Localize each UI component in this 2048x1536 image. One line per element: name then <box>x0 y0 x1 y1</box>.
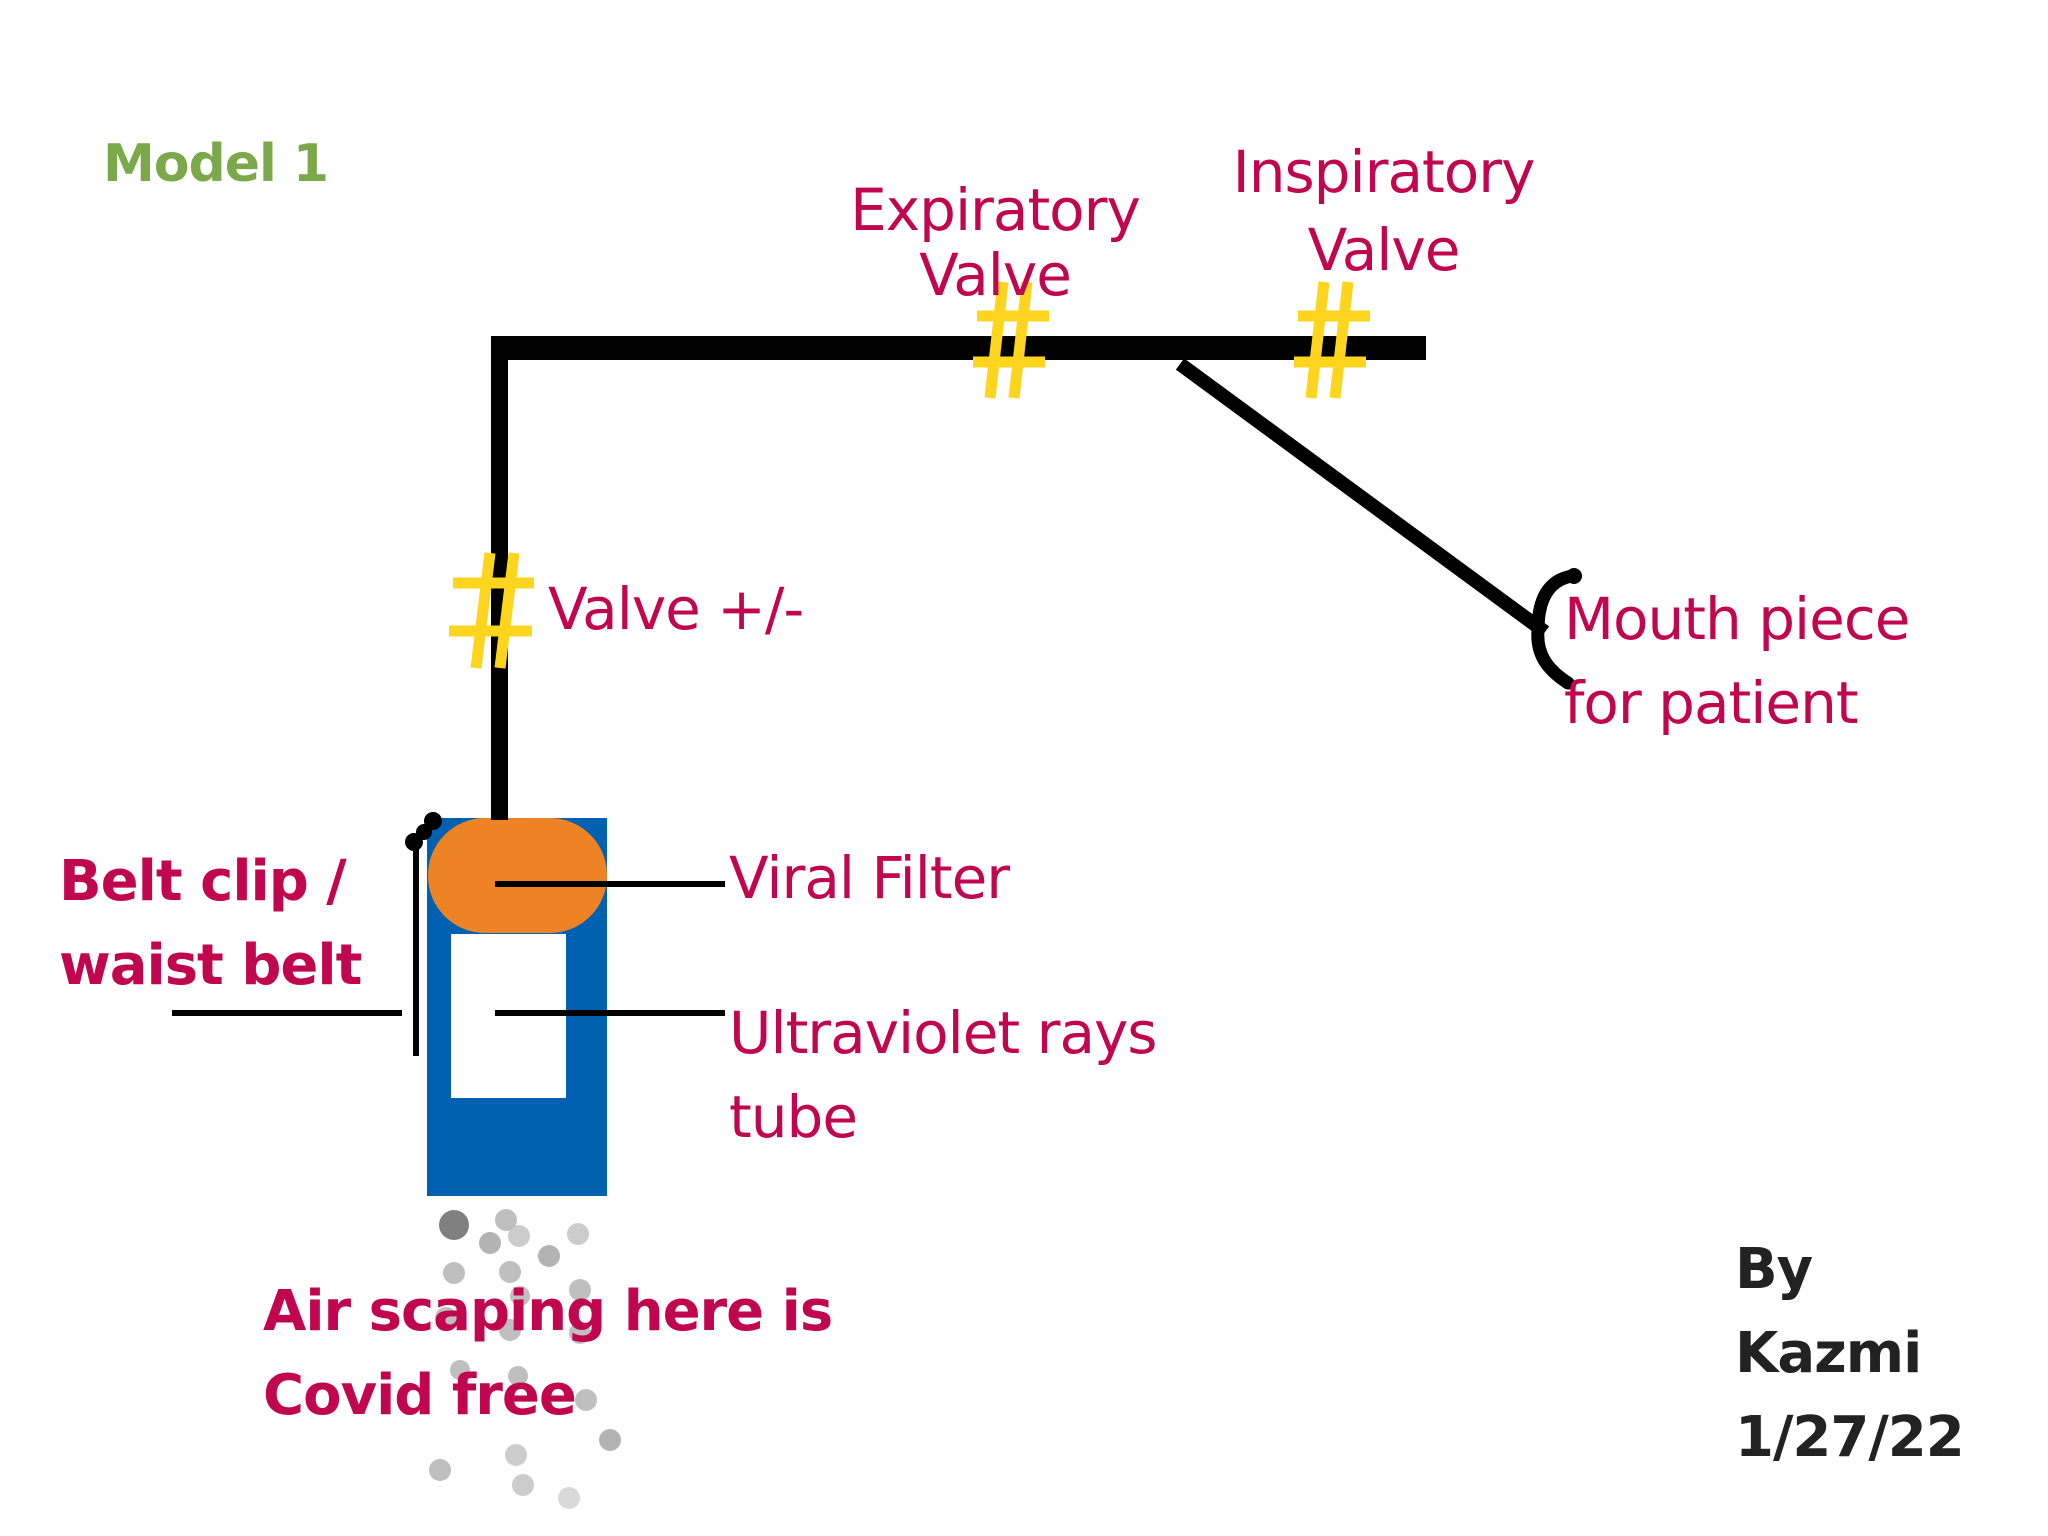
mouth-piece-line2: for patient <box>1564 669 1859 738</box>
valve-adjust-label: Valve +/- <box>548 575 804 643</box>
mouth-piece-shape <box>1531 569 1579 690</box>
expiratory-valve-label: Expiratory Valve <box>845 178 1145 308</box>
air-output-line1: Air scaping here is <box>263 1279 833 1344</box>
mouth-piece-tip <box>1566 568 1582 584</box>
air-particle <box>510 1286 530 1306</box>
author-by: By <box>1735 1237 1813 1302</box>
inspiratory-valve-hash-icon <box>1294 281 1370 399</box>
air-particles <box>429 1209 621 1509</box>
inspiratory-valve-line1: Inspiratory <box>1232 138 1536 206</box>
branch-pipe <box>1175 358 1550 638</box>
air-particle <box>569 1279 591 1301</box>
uv-tube-label: Ultraviolet rays tube <box>729 991 1158 1159</box>
belt-clip-label: Belt clip / waist belt <box>59 840 362 1008</box>
inspiratory-valve-label: Inspiratory Valve <box>1226 133 1541 290</box>
expiratory-valve-line2: Valve <box>919 240 1072 309</box>
viral-filter-label: Viral Filter <box>729 844 1010 912</box>
air-particle <box>435 1307 457 1329</box>
belt-clip-line2: waist belt <box>59 933 362 998</box>
air-particle <box>439 1210 469 1240</box>
air-output-line2: Covid free <box>263 1363 577 1428</box>
air-particle <box>508 1225 530 1247</box>
horizontal-pipe <box>491 336 1426 360</box>
air-particle <box>567 1223 589 1245</box>
uv-tube-line2: tube <box>729 1083 858 1152</box>
expiratory-valve-line1: Expiratory <box>850 176 1141 244</box>
air-output-label: Air scaping here is Covid free <box>263 1270 833 1438</box>
air-particle <box>508 1366 528 1386</box>
inspiratory-valve-line2: Valve <box>1307 216 1461 285</box>
air-particle <box>505 1444 527 1466</box>
mouth-piece-line1: Mouth piece <box>1564 585 1910 653</box>
author-block: By Kazmi 1/27/22 <box>1735 1228 1965 1480</box>
air-particle <box>569 1322 591 1344</box>
expiratory-valve-hash-icon <box>973 281 1049 399</box>
air-particle <box>558 1487 580 1509</box>
belt-clip-line1: Belt clip / <box>59 849 347 914</box>
air-particle <box>479 1232 501 1254</box>
viral-filter-shape <box>428 818 607 933</box>
adjust-valve-hash-icon <box>449 552 534 669</box>
air-particle <box>495 1209 517 1231</box>
uv-tube-line1: Ultraviolet rays <box>729 999 1158 1067</box>
air-particle <box>599 1429 621 1451</box>
air-particle <box>499 1319 521 1341</box>
air-particle <box>429 1459 451 1481</box>
air-particle <box>499 1261 521 1283</box>
author-name: Kazmi <box>1735 1321 1922 1386</box>
diagram-title: Model 1 <box>103 134 329 194</box>
air-particle <box>575 1389 597 1411</box>
author-date: 1/27/22 <box>1735 1405 1965 1470</box>
mouth-piece-label: Mouth piece for patient <box>1564 577 1910 745</box>
belt-clip-knob <box>424 812 442 830</box>
air-particle <box>538 1245 560 1267</box>
air-particle <box>512 1474 534 1496</box>
air-particle <box>443 1262 465 1284</box>
air-particle <box>450 1360 470 1380</box>
